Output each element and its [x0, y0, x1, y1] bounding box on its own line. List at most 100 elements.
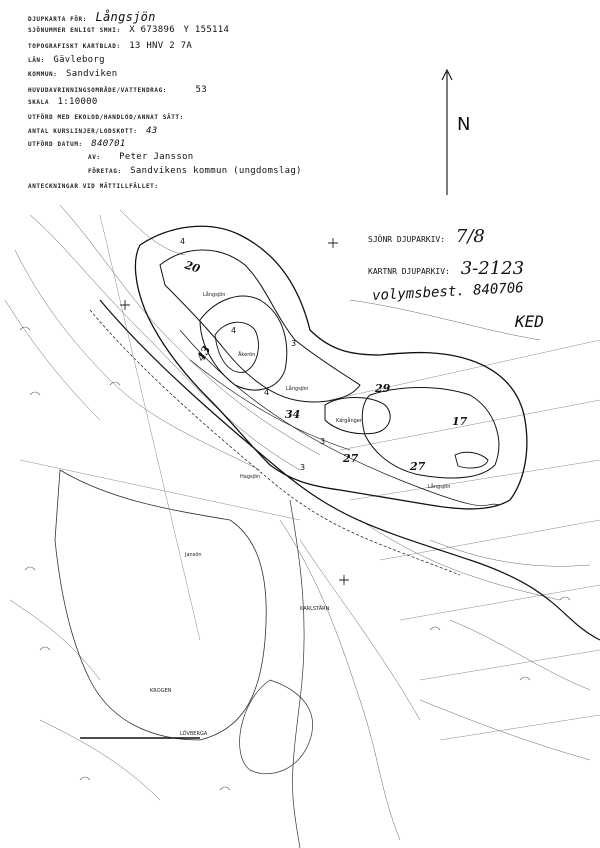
title-value: Långsjön — [95, 10, 156, 24]
title-label: DJUPKARTA FÖR: — [28, 16, 87, 23]
marsh-symbol — [219, 786, 231, 791]
island-akeron — [324, 397, 391, 435]
topo-line — [349, 299, 541, 341]
contour-label: 3 — [320, 437, 325, 446]
contour-label: 4 — [180, 237, 185, 246]
header-kommun-row: KOMMUN: Sandviken — [28, 69, 117, 79]
contour-label: 3 — [291, 339, 296, 348]
topo-line — [359, 519, 561, 601]
header-scale-row: SKALA 1:10000 — [28, 97, 98, 107]
grid-cross — [120, 300, 130, 310]
area-label: HUVUDAVRINNINGSOMRÅDE/VATTENDRAG: — [28, 87, 168, 94]
place-label: Långsjön — [286, 385, 308, 392]
grid-line — [399, 584, 600, 621]
survey-line — [179, 329, 501, 507]
scale-label: SKALA — [28, 99, 50, 106]
count-label: ANTAL KURSLINJER/LODSKOTT: — [28, 128, 138, 135]
company-value: Sandvikens kommun (ungdomslag) — [130, 166, 302, 176]
header-company-row: FÖRETAG: Sandvikens kommun (ungdomslag) — [88, 166, 302, 176]
lan-label: LÄN: — [28, 57, 45, 64]
header-date-row: UTFÖRD DATUM: 840701 — [28, 139, 126, 149]
archive2-value: 3-2123 — [460, 258, 525, 279]
place-label: Jansön — [184, 552, 202, 558]
kommun-label: KOMMUN: — [28, 71, 58, 78]
coord-x: X 673896 — [129, 25, 175, 35]
place-label: Kärgången — [336, 417, 363, 424]
contour-label: 4 — [264, 388, 269, 397]
depth-value: 34 — [285, 408, 300, 421]
grid-line — [439, 714, 600, 741]
grid-line — [329, 339, 600, 401]
coord-label: SJÖNUMMER ENLIGT SMHI: — [28, 27, 121, 34]
scale-value: 1:10000 — [57, 97, 98, 107]
date-value: 840701 — [91, 139, 126, 149]
place-label: Åkerön — [238, 351, 255, 358]
topo-line — [9, 599, 101, 681]
topo-line — [4, 299, 101, 421]
depth-value: 17 — [452, 415, 468, 428]
depth-value: 27 — [409, 460, 426, 473]
marsh-symbol — [109, 381, 121, 386]
lan-value: Gävleborg — [53, 55, 105, 65]
archive-stamp-1: SJÖNR DJUPARKIV: 7/8 — [368, 226, 485, 247]
marsh-symbol — [429, 626, 441, 631]
date-label: UTFÖRD DATUM: — [28, 141, 83, 148]
archive1-value: 7/8 — [455, 226, 485, 247]
topo-line — [29, 214, 301, 471]
topo-line — [59, 204, 321, 456]
railway-line — [99, 299, 600, 641]
place-label: LÖVBERGA — [180, 730, 208, 737]
header-note-row: ANTECKNINGAR VID MÄTTILLFÄLLET: — [28, 182, 159, 190]
depth-contour — [199, 295, 288, 391]
header-area-row: HUVUDAVRINNINGSOMRÅDE/VATTENDRAG: 53 — [28, 85, 207, 95]
place-label: Hagsjön — [240, 474, 260, 480]
grid-line — [379, 519, 600, 561]
header-count-row: ANTAL KURSLINJER/LODSKOTT: 43 — [28, 126, 157, 136]
lake-shoreline — [134, 225, 528, 510]
depth-value: 27 — [342, 452, 359, 465]
marsh-symbol — [519, 676, 531, 681]
grid-cross — [339, 575, 349, 585]
grid-line — [349, 459, 600, 501]
depth-contour — [159, 249, 361, 403]
topo-line — [279, 519, 401, 841]
topo-line — [299, 539, 421, 721]
place-label: Långsjön — [203, 291, 225, 298]
note-label: ANTECKNINGAR VID MÄTTILLFÄLLET: — [28, 183, 159, 190]
survey-line — [189, 359, 351, 451]
shoreline — [239, 679, 313, 774]
topo-line — [39, 719, 161, 801]
header-method-row: UTFÖRD MED EKOLOD/HANDLOD/ANNAT SÄTT: — [28, 113, 184, 121]
grid-cross — [328, 238, 338, 248]
north-arrow-icon — [441, 68, 453, 195]
place-label: Långsjön — [428, 483, 450, 490]
archive1-label: SJÖNR DJUPARKIV: — [368, 235, 446, 244]
topo-value: 13 HNV 2 7A — [129, 41, 193, 51]
marsh-symbol — [24, 566, 36, 571]
marsh-symbol — [39, 646, 51, 651]
topo-line — [419, 699, 591, 761]
topo-label: TOPOGRAFISKT KARTBLAD: — [28, 43, 121, 50]
depth-value: 20 — [182, 258, 202, 276]
depth-value: 29 — [374, 382, 391, 395]
marsh-symbol — [19, 326, 31, 331]
depth-contour — [361, 387, 500, 479]
grid-line — [339, 399, 600, 451]
header-topo-row: TOPOGRAFISKT KARTBLAD: 13 HNV 2 7A — [28, 41, 192, 51]
place-label: KROGEN — [150, 688, 172, 694]
header-by-row: AV: Peter Jansson — [88, 152, 194, 162]
place-label: KARLSTÄRN — [300, 605, 330, 612]
contour-label: 3 — [300, 463, 305, 472]
by-value: Peter Jansson — [119, 152, 194, 162]
count-value: 43 — [146, 126, 158, 136]
header-coord-row: SJÖNUMMER ENLIGT SMHI: X 673896 Y 155114 — [28, 25, 229, 35]
marsh-symbol — [559, 596, 571, 601]
area-value: 53 — [195, 85, 207, 95]
archive2-label: KARTNR DJUPARKIV: — [368, 267, 450, 276]
depth-contour — [214, 321, 259, 373]
shoreline — [54, 469, 267, 741]
archive-stamp-2: KARTNR DJUPARKIV: 3-2123 — [368, 258, 524, 279]
road-line — [289, 499, 305, 848]
company-label: FÖRETAG: — [88, 168, 122, 175]
